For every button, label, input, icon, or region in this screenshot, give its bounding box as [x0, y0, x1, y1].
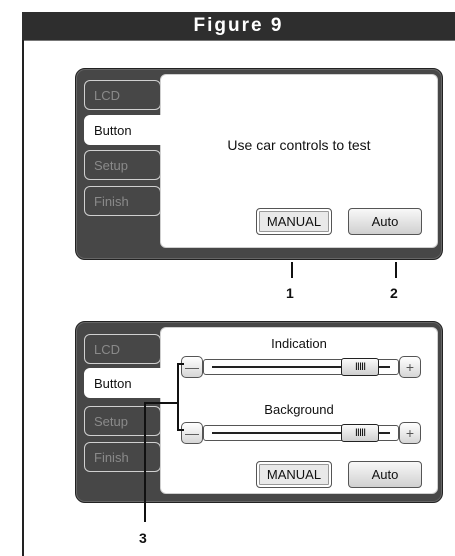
callout-line-1 — [291, 262, 293, 278]
tab-finish[interactable]: Finish — [84, 186, 161, 216]
device-panel-brightness: LCD Button Setup Finish Indication — III… — [75, 321, 443, 503]
figure-title: Figure 9 — [193, 15, 284, 36]
tab-label: Finish — [94, 193, 129, 209]
indication-slider[interactable]: — IIIII + — [181, 356, 421, 378]
plus-icon[interactable]: + — [399, 422, 421, 444]
tab-label: LCD — [94, 87, 121, 103]
tab-label: Setup — [94, 413, 128, 429]
background-slider[interactable]: — IIIII + — [181, 422, 421, 444]
instruction-text: Use car controls to test — [227, 137, 371, 153]
manual-button[interactable]: MANUAL — [256, 208, 332, 235]
background-label: Background — [264, 402, 334, 417]
tab-finish[interactable]: Finish — [84, 442, 161, 472]
tab-label: Button — [94, 122, 132, 138]
tab-label: Finish — [94, 449, 129, 465]
tab-setup[interactable]: Setup — [84, 406, 161, 436]
slider-handle[interactable]: IIIII — [341, 358, 379, 376]
tab-label: LCD — [94, 341, 121, 357]
minus-icon[interactable]: — — [181, 356, 203, 378]
slider-track[interactable]: IIIII — [203, 424, 399, 442]
tab-setup[interactable]: Setup — [84, 150, 161, 180]
screen: Use car controls to test MANUAL Auto — [160, 74, 438, 248]
slider-groove — [212, 366, 390, 368]
tab-label: Setup — [94, 157, 128, 173]
left-border — [22, 40, 24, 556]
callout-bracket-right — [177, 363, 179, 431]
callout-bracket-bottom — [178, 429, 184, 431]
minus-icon[interactable]: — — [181, 422, 203, 444]
tab-button[interactable]: Button — [84, 115, 170, 145]
auto-button[interactable]: Auto — [348, 208, 422, 235]
callout-number-1: 1 — [286, 285, 294, 301]
slider-handle[interactable]: IIIII — [341, 424, 379, 442]
tab-lcd[interactable]: LCD — [84, 334, 161, 364]
device-panel-button-test: LCD Button Setup Finish Use car controls… — [75, 68, 443, 260]
tab-label: Button — [94, 375, 132, 391]
callout-number-3: 3 — [139, 530, 147, 546]
tab-button[interactable]: Button — [84, 368, 170, 398]
slider-groove — [212, 432, 390, 434]
figure-header: Figure 9 — [22, 12, 455, 40]
manual-button[interactable]: MANUAL — [256, 461, 332, 488]
plus-icon[interactable]: + — [399, 356, 421, 378]
callout-bracket-top — [178, 363, 184, 365]
slider-track[interactable]: IIIII — [203, 358, 399, 376]
indication-label: Indication — [271, 336, 327, 351]
screen: Indication — IIIII + Background — IIIII … — [160, 327, 438, 494]
tab-lcd[interactable]: LCD — [84, 80, 161, 110]
divider — [22, 40, 455, 41]
callout-line-2 — [395, 262, 397, 278]
callout-number-2: 2 — [390, 285, 398, 301]
callout-bracket-arm — [145, 402, 179, 404]
callout-line-3 — [144, 402, 146, 522]
auto-button[interactable]: Auto — [348, 461, 422, 488]
